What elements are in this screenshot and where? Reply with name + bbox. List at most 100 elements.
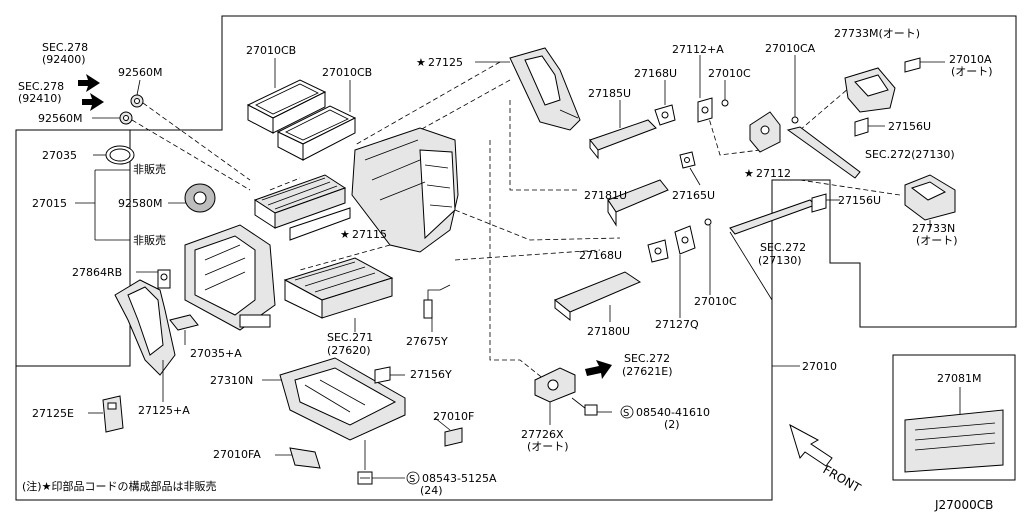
link-27112	[749, 111, 781, 153]
clip-27010c-mid	[704, 218, 712, 226]
label-08543-sub: (24)	[420, 484, 443, 497]
label-27010cb-a: 27010CB	[246, 44, 296, 57]
main-case	[351, 127, 459, 253]
label-27168u-mid: 27168U	[579, 249, 622, 262]
label-sec272-c-sub: (27621E)	[622, 365, 673, 378]
leader-door-b	[454, 209, 621, 241]
screw-08540	[571, 397, 598, 416]
label-star-27125: ★	[416, 56, 426, 69]
blower-case	[184, 224, 276, 331]
footnote: (注)★印部品コードの構成部品は非販売	[22, 479, 216, 493]
label-box	[892, 354, 1016, 481]
lower-case-27310n	[279, 357, 406, 441]
label-27310n: 27310N	[210, 374, 253, 387]
lever-27168u-top	[654, 104, 676, 126]
label-92560m-bottom: 92560M	[38, 112, 82, 125]
label-27733n: 27733N	[912, 222, 955, 235]
label-27081m: 27081M	[937, 372, 981, 385]
label-08540: 08540-41610	[636, 406, 710, 419]
leader-door-c	[454, 249, 601, 261]
clip-27156y	[374, 366, 391, 384]
link-27127q	[674, 225, 696, 255]
label-sec271-sub: (27620)	[327, 344, 371, 357]
label-27125e: 27125E	[32, 407, 74, 420]
label-27010c-mid: 27010C	[694, 295, 737, 308]
label-27168u-top: 27168U	[634, 67, 677, 80]
sec272-arrow-c	[585, 360, 612, 379]
label-27035a: 27035+A	[190, 347, 242, 360]
label-sec272-b: SEC.272	[760, 241, 806, 254]
label-27156u-top: 27156U	[888, 120, 931, 133]
label-27010a: 27010A	[949, 53, 992, 66]
clip-27010ca	[791, 116, 799, 124]
label-27010fa: 27010FA	[213, 448, 261, 461]
label-27010c-top: 27010C	[708, 67, 751, 80]
screw-08543	[357, 440, 373, 485]
clip-27156u-top	[854, 117, 869, 137]
clip-27010c-top	[721, 99, 729, 107]
label-star-27112: ★	[744, 167, 754, 180]
label-sec272-c: SEC.272	[624, 352, 670, 365]
diagram-id: J27000CB	[934, 498, 993, 512]
label-27125: 27125	[428, 56, 463, 69]
clip-92560m-top	[130, 94, 144, 108]
label-27112a: 27112+A	[672, 43, 724, 56]
duct-27125a	[114, 279, 176, 376]
label-27165u: 27165U	[672, 189, 715, 202]
heater-unit-sec271	[283, 257, 394, 319]
actuator-27733n	[904, 174, 956, 221]
left-frame	[15, 129, 130, 366]
label-27185u: 27185U	[588, 87, 631, 100]
door-27180u	[554, 271, 642, 322]
clip-27125e	[102, 395, 124, 433]
seal-27010fa	[289, 447, 321, 469]
screw-symbol-08543	[406, 471, 420, 485]
label-27726x: 27726X	[521, 428, 564, 441]
sec278-arrow-bottom	[82, 93, 104, 111]
leader-27125-b	[419, 79, 511, 131]
label-27733m: 27733M(オート)	[834, 27, 920, 40]
clip-27156u-mid	[811, 193, 827, 213]
label-27675y: 27675Y	[406, 335, 448, 348]
label-hihanbai-1: 非販売	[133, 163, 166, 176]
label-27010: 27010	[802, 360, 837, 373]
bracket-27125	[509, 47, 581, 131]
leader-27125	[354, 61, 501, 146]
main-frame	[15, 15, 1017, 501]
label-27726x-sub: (オート)	[527, 440, 569, 453]
label-sec278-b: SEC.278	[18, 80, 64, 93]
valve-27726x	[534, 367, 576, 403]
label-sticker-27081m	[904, 409, 1004, 473]
label-screw-s-08543: S	[409, 474, 415, 485]
label-27015: 27015	[32, 197, 67, 210]
link-27165u	[679, 151, 696, 169]
front-arrow	[789, 423, 833, 467]
label-sec278-b-sub: (92410)	[18, 92, 62, 105]
door-27185u	[589, 119, 657, 160]
screw-27010a	[904, 57, 921, 73]
filter-frame-27010cb-b	[276, 105, 357, 161]
label-front: FRONT	[821, 462, 864, 495]
filter-frame-27010cb-a	[246, 79, 327, 134]
label-sec272-a: SEC.272(27130)	[865, 148, 955, 161]
clip-92560m-bottom	[119, 111, 133, 125]
leader-link	[704, 104, 761, 156]
label-hihanbai-2: 非販売	[133, 234, 166, 247]
label-27733n-sub: (オート)	[916, 234, 958, 247]
lever-27112a	[697, 97, 713, 123]
label-27112: 27112	[756, 167, 791, 180]
leader-actuator-b	[799, 179, 901, 196]
label-27156y: 27156Y	[410, 368, 452, 381]
screw-symbol-08540	[620, 405, 634, 419]
sensor-27675y	[423, 284, 451, 319]
leader-door	[509, 100, 580, 191]
label-92580m: 92580M	[118, 197, 162, 210]
label-27010f: 27010F	[433, 410, 474, 423]
door-27181u	[607, 179, 669, 227]
label-27035: 27035	[42, 149, 77, 162]
sec278-arrow-top	[78, 74, 100, 92]
label-sec272-b-sub: (27130)	[758, 254, 802, 267]
label-27180u: 27180U	[587, 325, 630, 338]
